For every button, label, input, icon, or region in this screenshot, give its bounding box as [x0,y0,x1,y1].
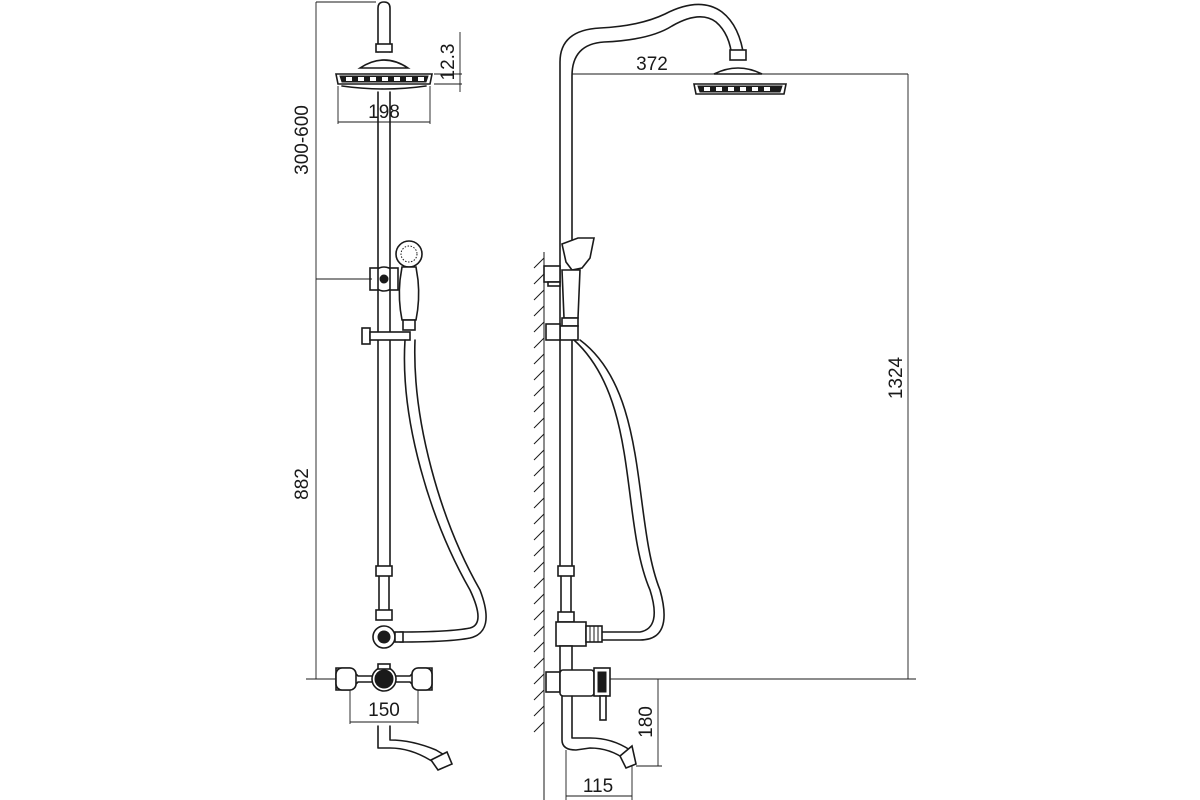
front-top-pipe [377,1,391,53]
side-hose-connector [559,325,579,341]
front-view [306,1,487,771]
front-spout-tip [429,750,454,771]
dim-mixer-width-label: 150 [368,700,400,721]
side-view [533,3,916,800]
side-hose [573,339,656,633]
front-wall-bracket [361,327,371,345]
side-spout-tip [619,744,637,770]
dim-head-thickness-label: 12.3 [438,44,459,81]
side-mixer-body [559,669,595,697]
side-arm [559,3,745,566]
side-rail-coupler [557,565,575,577]
dim-total-height-label: 1324 [886,356,907,399]
dim-rail-height-label: 882 [292,468,313,500]
front-hand-shower-head [395,240,423,268]
dim-spout-reach-label: 115 [583,776,613,797]
dim-slide-range-label: 300-600 [292,105,313,175]
front-rail-coupler [375,565,393,577]
front-hose-outer [399,339,487,643]
side-wall-bracket-top [543,265,561,283]
front-hose [399,339,479,633]
front-head-bottom [341,85,427,90]
front-dimensions [306,1,462,724]
dim-spout-drop-label: 180 [636,706,657,738]
side-head-cap [713,67,763,75]
wall-hatch [533,257,545,733]
front-lower-coupler [375,609,393,621]
side-mixer-lever [599,695,607,721]
front-hand-shower-handle [398,266,420,321]
front-spout [377,725,444,767]
side-diverter-body [555,621,587,647]
side-dimensions [565,73,916,800]
side-wall-bracket-mid [545,323,561,341]
side-hand-shower-head [561,237,595,271]
front-head-cap [357,59,411,69]
dim-head-diameter-label: 198 [368,102,400,123]
front-pipe-nut [375,43,393,53]
side-hand-shower-handle [561,269,581,319]
side-mixer-inlet [545,671,561,693]
side-arm-nut [729,49,747,61]
side-spout [561,695,627,761]
dim-arm-reach-label: 372 [636,54,668,75]
